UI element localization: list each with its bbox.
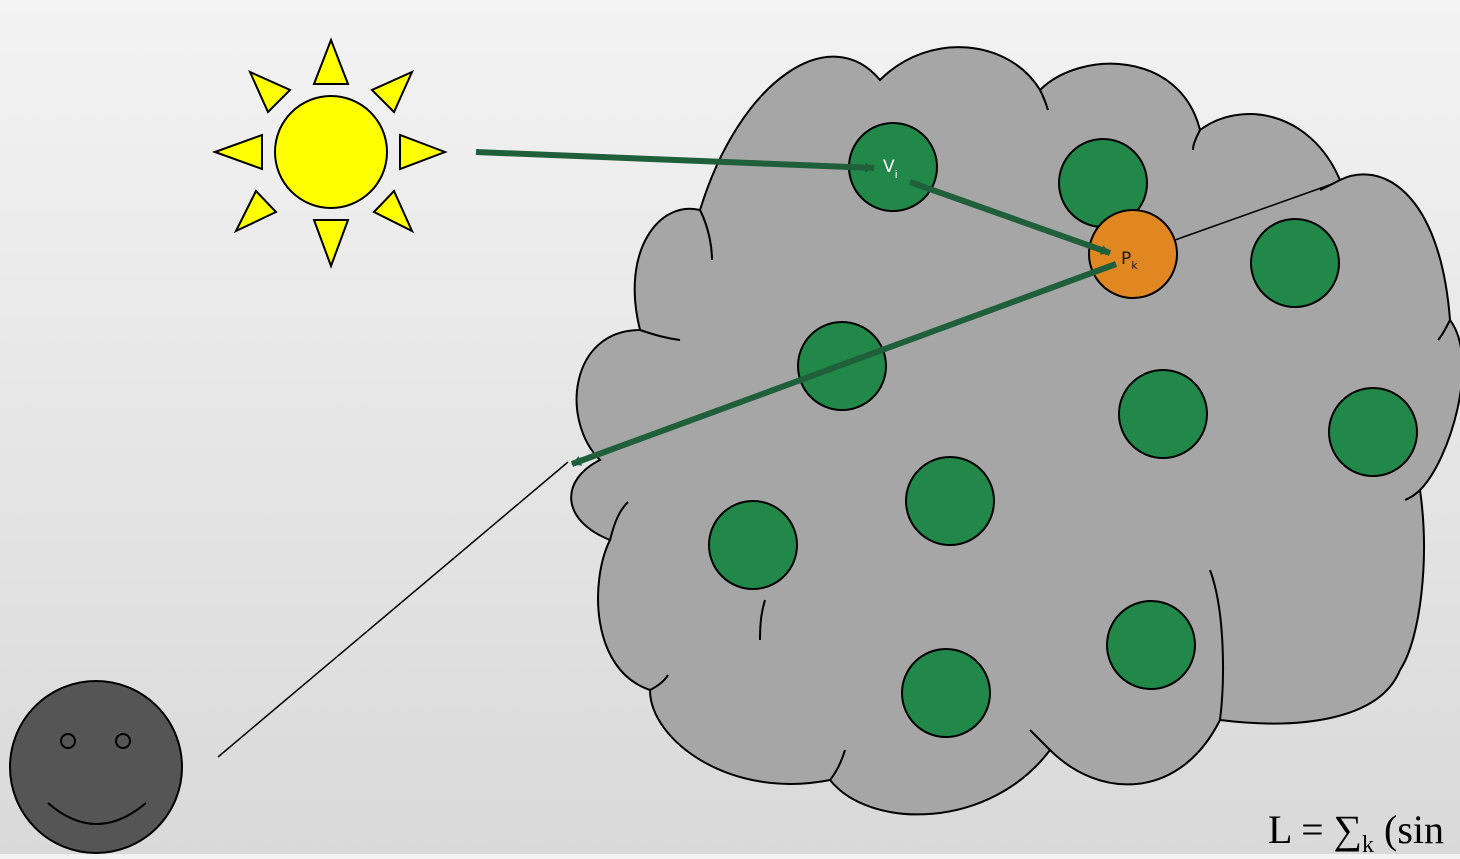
smiley-face-icon (9, 680, 183, 854)
sun-ray (399, 133, 448, 171)
cloud-contour (1039, 89, 1049, 111)
sun-ray (233, 189, 278, 234)
v-to-p-arrow (908, 179, 1112, 256)
formula-lhs: L (1268, 807, 1291, 852)
cloud-contour (1029, 729, 1051, 751)
particle (901, 648, 991, 738)
cloud-contour (639, 329, 681, 341)
sun-disc (274, 95, 388, 209)
cloud-contour (829, 749, 846, 781)
sun-ray (372, 189, 415, 234)
light-path (475, 149, 1118, 467)
label-p: Pk (1121, 249, 1138, 272)
sun-ray (248, 70, 292, 114)
formula-rest: (sin (1384, 807, 1445, 852)
particle (1250, 218, 1340, 308)
cloud-contour (1209, 569, 1224, 721)
formula-sub: k (1362, 832, 1375, 858)
p-to-exit-arrow (570, 261, 1118, 467)
particle (1328, 387, 1418, 477)
formula: L = ∑k (sin (1268, 806, 1444, 859)
formula-sum: ∑ (1333, 807, 1363, 852)
cloud-contour (759, 599, 766, 641)
cloud-contour (1437, 319, 1451, 341)
cloud-contour (609, 501, 629, 541)
sun-ray (212, 133, 263, 171)
cloud-contour (649, 674, 669, 691)
formula-eq: = (1300, 807, 1324, 852)
continuation-ray (1174, 182, 1336, 241)
viewer-eye-left (60, 733, 76, 749)
cloud-contour (699, 209, 713, 261)
sun-ray (312, 37, 350, 85)
particles (708, 122, 1418, 738)
cloud-contour (1192, 129, 1201, 151)
particle (1106, 600, 1196, 690)
particle (708, 500, 798, 590)
cloud-shape (570, 46, 1460, 816)
sun-ray (370, 70, 414, 114)
sun-ray (312, 219, 350, 269)
particle (905, 456, 995, 546)
sun-icon (212, 37, 448, 269)
sun-to-v-arrow (475, 149, 875, 173)
cloud-contour (1404, 489, 1421, 501)
label-v: Vi (883, 157, 898, 181)
cloud (570, 46, 1460, 816)
viewer-head (9, 680, 183, 854)
view-ray (217, 461, 569, 758)
viewer-mouth (47, 802, 147, 825)
viewer-eye-right (115, 733, 131, 749)
particle (1118, 369, 1208, 459)
particle-p (1088, 209, 1178, 299)
